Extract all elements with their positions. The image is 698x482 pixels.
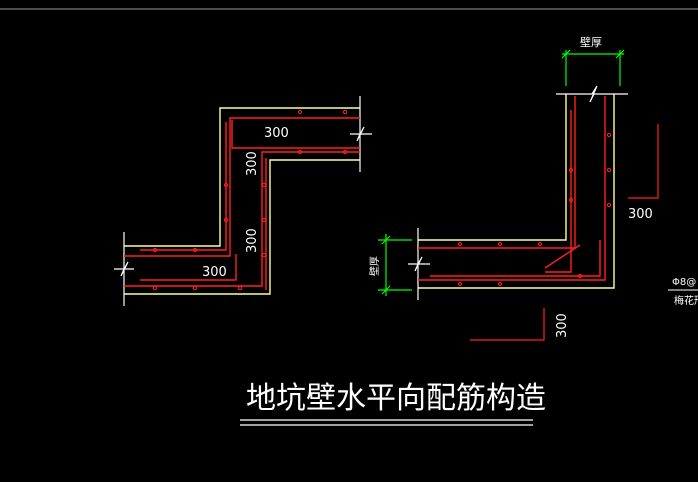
right-rebar [418, 96, 606, 281]
callout-right-upper [628, 124, 659, 199]
left-break-lines [114, 96, 372, 306]
dim-label-right-lower: 300 [555, 313, 570, 338]
left-rebar [124, 117, 360, 290]
dim-label-left-mid: 300 [245, 151, 260, 176]
left-rebar-dots [152, 109, 348, 291]
note-bar-spec: Φ8@ [672, 277, 696, 288]
dim-label-right-upper: 300 [628, 207, 653, 222]
drawing-title: 地坑壁水平向配筋构造 [246, 381, 546, 416]
label-wall-thickness-top: 壁厚 [580, 35, 602, 49]
right-break-lines [408, 85, 628, 300]
right-wall-outline [418, 94, 615, 289]
dim-label-left-top: 300 [264, 126, 289, 141]
label-wall-thickness-left: 壁厚 [368, 256, 381, 276]
dim-label-left-bottom: 300 [202, 265, 227, 280]
note-arrangement: 梅花形 [674, 294, 698, 307]
dim-top-wall-thickness [561, 49, 625, 86]
right-rebar-dots [457, 132, 612, 287]
callout-right-lower [470, 308, 545, 341]
dim-label-left-lower: 300 [245, 228, 260, 253]
left-wall-outline [124, 107, 360, 295]
dim-left-wall-thickness [378, 234, 412, 296]
